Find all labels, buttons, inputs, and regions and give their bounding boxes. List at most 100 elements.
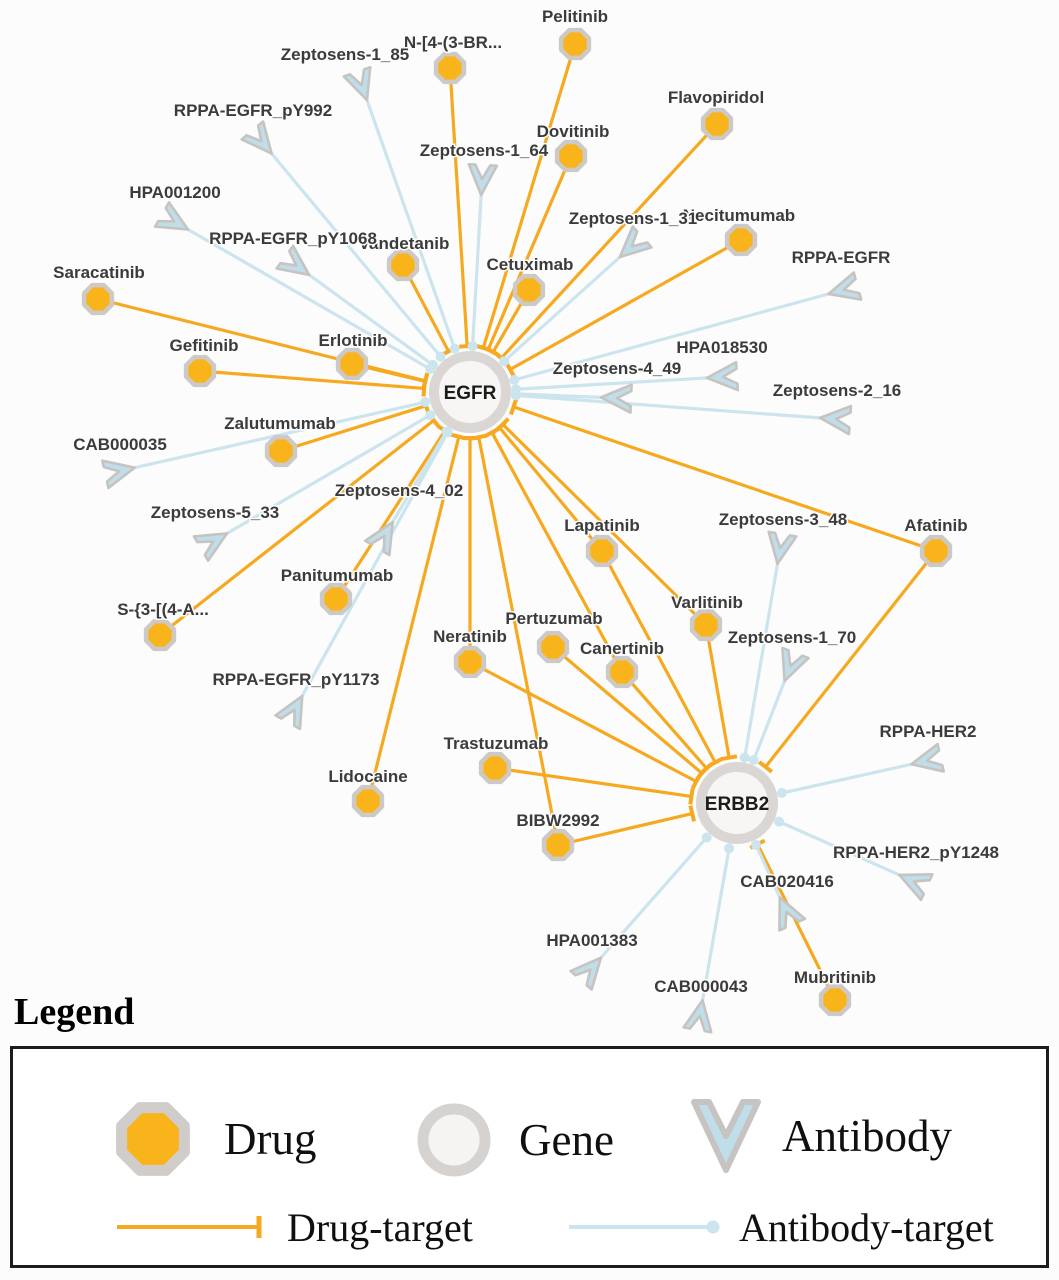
node-label: RPPA-EGFR_pY1173 xyxy=(213,670,380,689)
node-vandetanib[interactable] xyxy=(386,248,420,282)
node-egfr[interactable]: EGFR xyxy=(429,351,511,433)
node-label: CAB000043 xyxy=(654,977,748,996)
edge-antibody-target xyxy=(739,548,782,763)
node-dovitinib[interactable] xyxy=(554,139,588,173)
node-label: Trastuzumab xyxy=(444,734,549,753)
node-label: S-{3-[(4-A... xyxy=(117,600,209,619)
edge-antibody-target xyxy=(213,410,436,543)
edge-antibody-target xyxy=(119,397,431,473)
node-n-4-3-br[interactable] xyxy=(433,51,467,85)
edge-drug-target xyxy=(551,645,709,781)
network-canvas[interactable]: EGFRERBB2PelitinibN-[4-(3-BR...Dovitinib… xyxy=(0,0,1059,1040)
node-zeptosens-3-48[interactable] xyxy=(764,530,798,566)
node-label: Saracatinib xyxy=(53,263,145,282)
node-trastuzumab[interactable] xyxy=(478,751,512,785)
node-cab020416[interactable] xyxy=(767,892,807,932)
node-zeptosens-2-16[interactable] xyxy=(818,404,853,436)
edge-antibody-target xyxy=(296,264,438,370)
node-label: Zalutumumab xyxy=(224,414,335,433)
node-necitumumab[interactable] xyxy=(724,223,758,257)
node-s-3-4-a[interactable] xyxy=(143,618,177,652)
node-afatinib[interactable] xyxy=(919,534,953,568)
node-rppa-her2[interactable] xyxy=(908,742,945,778)
node-rppa-egfr-py1173[interactable] xyxy=(274,689,314,731)
legend-item-drug-target: Drug-target xyxy=(287,1204,473,1250)
node-label: Canertinib xyxy=(580,639,664,658)
node-layer: EGFR ERBB2 xyxy=(81,27,953,1034)
node-zeptosens-1-85[interactable] xyxy=(342,65,380,105)
node-label: Lapatinib xyxy=(564,516,640,535)
edge-antibody-target xyxy=(698,843,735,1016)
node-rppa-egfr[interactable] xyxy=(825,271,863,308)
node-flavopiridol[interactable] xyxy=(700,107,734,141)
node-rppa-egfr-py1068[interactable] xyxy=(275,244,318,286)
node-hpa001383[interactable] xyxy=(569,948,612,991)
node-pertuzumab[interactable] xyxy=(536,630,570,664)
node-pelitinib[interactable] xyxy=(558,27,592,61)
node-gefitinib[interactable] xyxy=(183,354,217,388)
drug-target-edge-sample xyxy=(117,1216,262,1238)
edge-antibody-target xyxy=(467,179,484,352)
edge-antibody-target xyxy=(509,288,844,385)
edge-antibody-target xyxy=(776,759,927,799)
node-label: Mubritinib xyxy=(794,968,876,987)
node-label: Zeptosens-3_48 xyxy=(719,510,848,529)
edge-antibody-target xyxy=(774,816,914,883)
node-label: Lidocaine xyxy=(328,767,407,786)
edge-drug-target xyxy=(557,805,696,847)
edge-antibody-target xyxy=(510,390,836,421)
edge-antibody-target xyxy=(589,832,712,971)
node-label: HPA001200 xyxy=(129,183,220,202)
node-cab000043[interactable] xyxy=(682,998,717,1034)
node-label: Varlitinib xyxy=(671,593,743,612)
node-label: Zeptosens-1_85 xyxy=(281,45,410,64)
drug-legend-icon xyxy=(116,1102,190,1176)
node-lapatinib[interactable] xyxy=(585,534,619,568)
node-erbb2[interactable]: ERBB2 xyxy=(696,762,778,844)
node-panitumumab[interactable] xyxy=(319,582,353,616)
node-rppa-egfr-py992[interactable] xyxy=(240,120,283,163)
node-label: RPPA-HER2 xyxy=(880,722,977,741)
edge-drug-target xyxy=(757,550,938,774)
node-cetuximab[interactable] xyxy=(512,273,546,307)
node-neratinib[interactable] xyxy=(453,645,487,679)
edge-antibody-target xyxy=(260,140,446,362)
node-hpa001200[interactable] xyxy=(153,201,195,241)
node-zeptosens-1-64[interactable] xyxy=(467,162,499,197)
node-label: CAB020416 xyxy=(740,872,834,891)
node-bibw2992[interactable] xyxy=(541,828,575,862)
node-erlotinib[interactable] xyxy=(335,347,369,381)
legend-box: Drug Gene Antibody Drug-target Antibody-… xyxy=(10,1046,1049,1268)
node-zalutumumab[interactable] xyxy=(264,434,298,468)
node-canertinib[interactable] xyxy=(605,655,639,689)
node-label: Pertuzumab xyxy=(505,609,602,628)
node-label: Erlotinib xyxy=(319,331,388,350)
node-label: Vandetanib xyxy=(359,234,450,253)
node-label: N-[4-(3-BR... xyxy=(404,33,502,52)
node-label: RPPA-EGFR_pY992 xyxy=(174,101,332,120)
node-varlitinib[interactable] xyxy=(689,608,723,642)
node-zeptosens-4-02[interactable] xyxy=(364,515,404,557)
node-zeptosens-1-70[interactable] xyxy=(772,646,810,686)
node-label: Zeptosens-2_16 xyxy=(773,381,902,400)
node-label: BIBW2992 xyxy=(516,811,599,830)
node-mubritinib[interactable] xyxy=(818,983,852,1017)
node-zeptosens-5-33[interactable] xyxy=(192,521,234,562)
node-label: Necitumumab xyxy=(683,206,795,225)
node-lidocaine[interactable] xyxy=(351,784,385,818)
node-label: Zeptosens-1_64 xyxy=(420,141,549,160)
node-saracatinib[interactable] xyxy=(81,282,115,316)
legend-item-gene: Gene xyxy=(519,1115,614,1165)
node-label: Cetuximab xyxy=(487,255,574,274)
edge-drug-target xyxy=(448,67,476,349)
edge-drug-target xyxy=(620,670,714,776)
legend-item-antibody-target: Antibody-target xyxy=(739,1204,994,1250)
node-zeptosens-1-31[interactable] xyxy=(610,225,653,268)
legend-title: Legend xyxy=(14,991,135,1033)
edge-drug-target xyxy=(509,398,937,553)
edge-antibody-target xyxy=(748,666,792,766)
node-cab000035[interactable] xyxy=(100,454,137,490)
node-zeptosens-4-49[interactable] xyxy=(599,383,633,414)
node-hpa018530[interactable] xyxy=(705,360,740,392)
node-rppa-her2-py1248[interactable] xyxy=(894,862,934,902)
